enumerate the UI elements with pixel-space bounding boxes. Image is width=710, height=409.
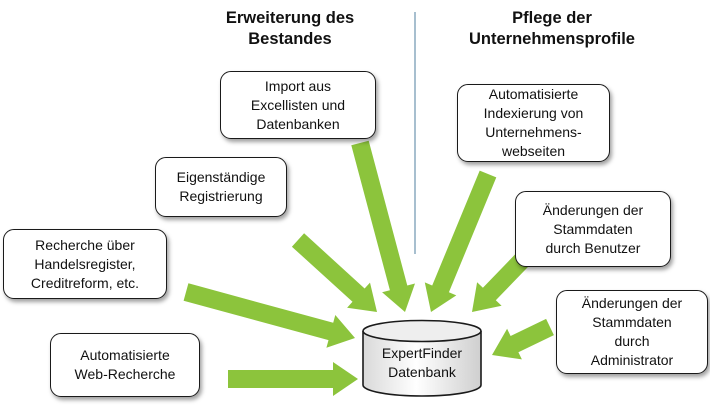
arrow-from-aenderungen-benutzer — [472, 249, 533, 312]
database-cylinder-icon — [362, 319, 482, 397]
arrow-from-aenderungen-administrator — [492, 318, 554, 360]
box-indexierung: Automatisierte Indexierung von Unternehm… — [457, 84, 610, 162]
heading-pflege: Pflege der Unternehmensprofile — [469, 9, 635, 48]
arrow-from-web-recherche — [228, 362, 358, 396]
database-label: ExpertFinder Datenbank — [381, 345, 463, 380]
arrow-from-import — [351, 140, 415, 312]
box-import: Import aus Excellisten und Datenbanken — [220, 71, 376, 139]
box-recherche: Recherche über Handelsregister, Creditre… — [3, 229, 167, 299]
heading-erweiterung: Erweiterung des Bestandes — [225, 9, 355, 48]
arrow-from-recherche — [183, 283, 355, 348]
box-registrierung: Eigenständige Registrierung — [155, 157, 287, 217]
box-aenderungen-administrator: Änderungen der Stammdaten durch Administ… — [556, 290, 708, 374]
box-aenderungen-benutzer: Änderungen der Stammdaten durch Benutzer — [515, 191, 671, 267]
section-divider — [414, 12, 416, 254]
arrow-from-registrierung — [291, 233, 377, 312]
arrow-from-indexierung — [424, 170, 497, 312]
box-web-recherche: Automatisierte Web-Recherche — [50, 333, 200, 397]
